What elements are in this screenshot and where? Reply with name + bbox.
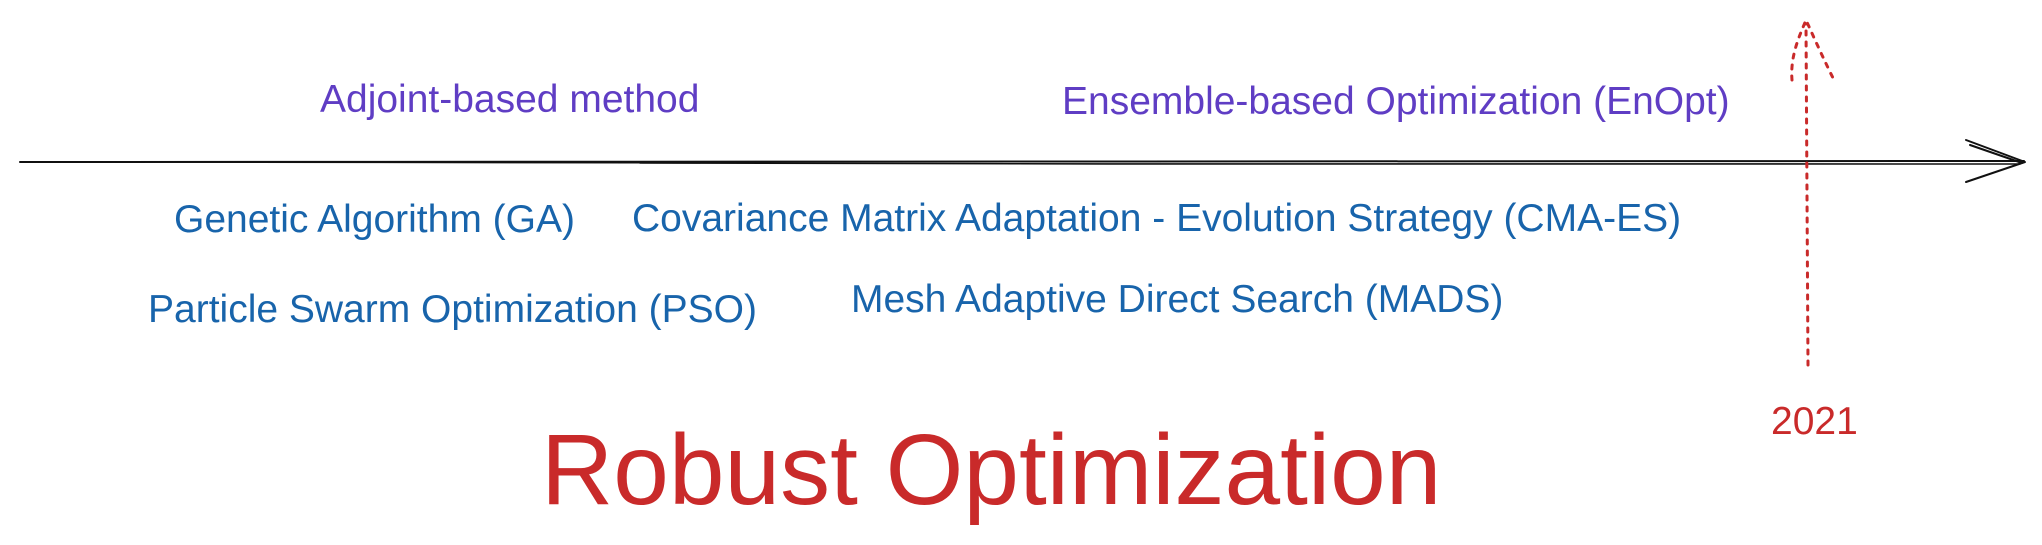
year-marker-arrowhead <box>1790 18 1836 82</box>
year-label: 2021 <box>1771 400 1858 443</box>
ga-label: Genetic Algorithm (GA) <box>174 198 575 241</box>
pso-label: Particle Swarm Optimization (PSO) <box>148 288 757 331</box>
adjoint-based-method-label: Adjoint-based method <box>320 78 700 121</box>
timeline-axis <box>19 160 2025 166</box>
axis-arrowhead <box>1965 139 2026 183</box>
enopt-label: Ensemble-based Optimization (EnOpt) <box>1062 80 1730 123</box>
diagram-title: Robust Optimization <box>541 414 1442 526</box>
mads-label: Mesh Adaptive Direct Search (MADS) <box>851 278 1504 321</box>
year-marker-line <box>1804 22 1810 367</box>
cma-es-label: Covariance Matrix Adaptation - Evolution… <box>632 197 1682 240</box>
